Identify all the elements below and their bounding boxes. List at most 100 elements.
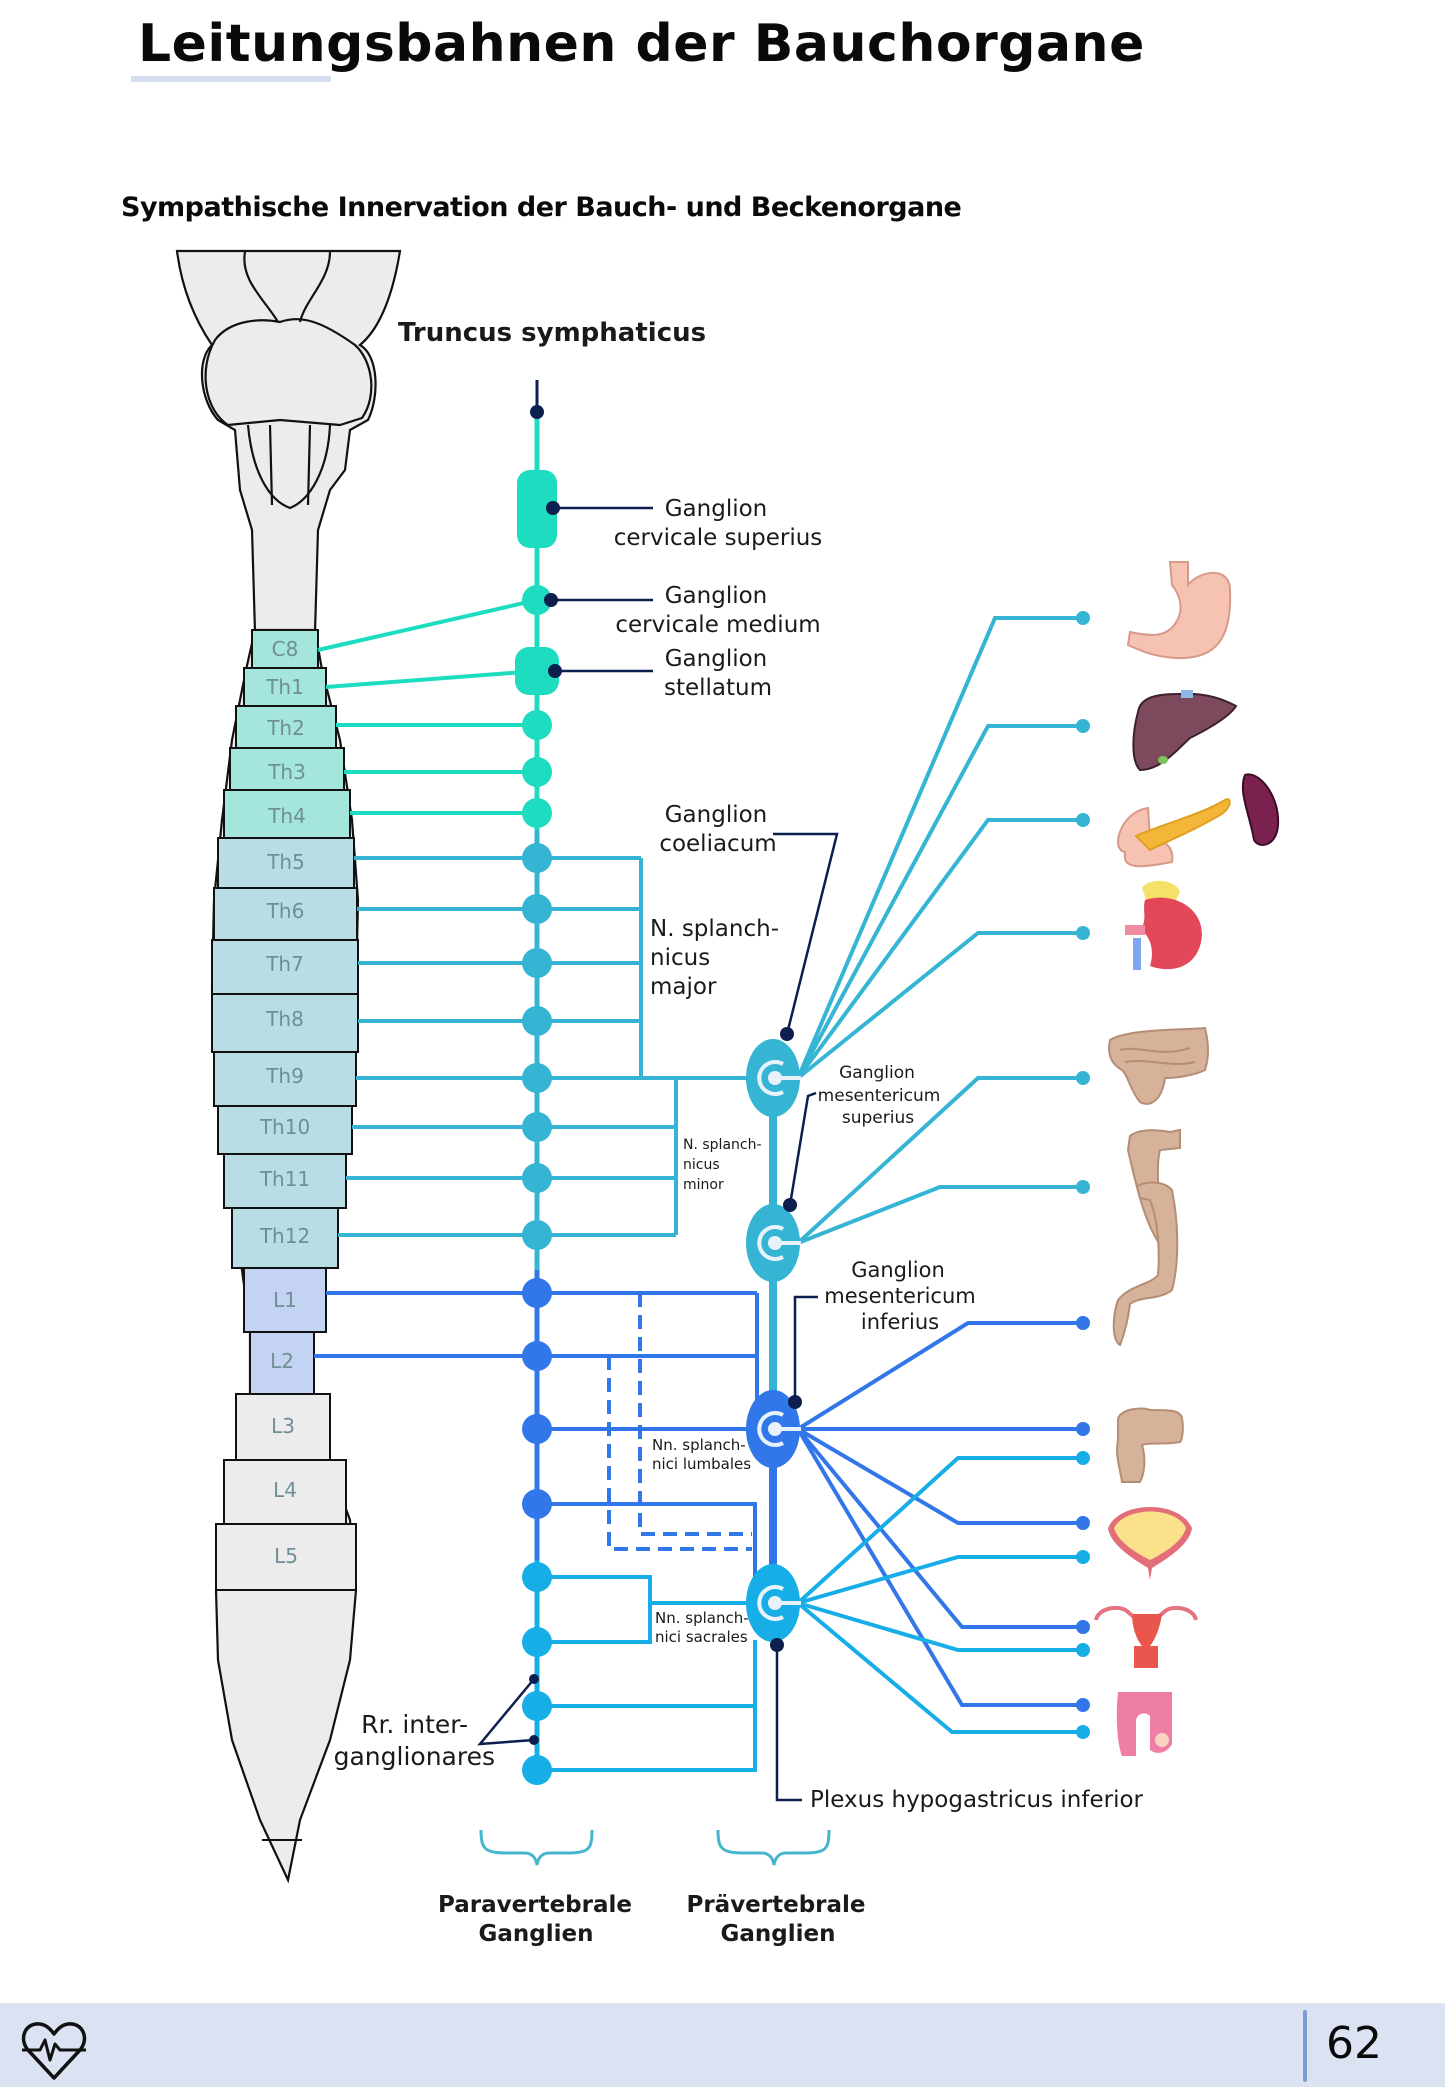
ramus-communicans-1 [317,598,538,652]
sacral-ramus-2 [537,1640,757,1772]
svg-text:Rr. inter-: Rr. inter- [361,1710,468,1739]
vertebra-segment-l4 [223,1459,347,1525]
organ-branch-5 [796,1076,1083,1245]
pointer-dot-plexus [770,1638,784,1652]
page-footer [0,2003,1445,2087]
svg-text:nicus: nicus [683,1157,720,1173]
paravertebral-ganglion-8 [522,1063,552,1093]
vertebra-label-th6: Th6 [266,899,305,923]
paravertebral-ganglion-4 [522,843,552,873]
pointer-coeliacum [773,832,839,1035]
pointer-mes-sup [788,1091,817,1206]
footer-divider [1303,2010,1307,2082]
paravertebral-ganglion-16 [522,1562,552,1592]
vertebra-segment-th6 [213,887,358,941]
organ-endpoint-dot [1076,1550,1090,1564]
plexus-hypogastricus-inferior-neuron-soma [768,1596,782,1610]
svg-text:Nn. splanch-: Nn. splanch- [655,1609,749,1627]
organ-small-intestine-icon [1108,1026,1209,1105]
paravertebral-ganglion-1 [522,710,552,740]
paravertebral-ganglion-18 [522,1691,552,1721]
paravertebral-ganglion-11 [522,1220,552,1250]
vertebra-segment-l1 [243,1267,327,1333]
label-nn-splanchnici-lumbales: Nn. splanch- nici lumbales [652,1436,751,1473]
organ-endpoint-dot [1076,1180,1090,1194]
vertebra-segment-th8 [211,993,359,1053]
organ-branch-4 [796,931,1083,1080]
label-ganglion-mesentericum-superius: Ganglion mesentericum superius [818,1063,941,1128]
ganglion-mesentericum-inferius-neuron-soma [768,1422,782,1436]
pointer-rr-interganglionares [477,1678,535,1746]
pointer-dot-rr-2 [529,1735,539,1745]
svg-text:N. splanch-: N. splanch- [683,1137,762,1153]
organ-endpoint-dot [1076,1620,1090,1634]
ganglion-stellatum [515,647,559,695]
pointer-dot-mes-sup [783,1198,797,1212]
svg-text:Ganglien: Ganglien [479,1921,594,1947]
organ-kidney-adrenal-icon [1125,880,1202,970]
vertebra-label-th5: Th5 [266,850,305,874]
organ-endpoint-dot [1076,611,1090,625]
ganglion-mesentericum-superius [746,1204,801,1282]
organ-branch-11 [796,1427,1083,1707]
ganglion-coeliacum-neuron-arc [757,1060,784,1096]
ramus-communicans-2 [325,669,538,689]
paravertebral-ganglion-3 [522,798,552,828]
ganglion-mesentericum-inferius-neuron-arc [757,1411,784,1447]
organ-endpoint-dot [1076,1516,1090,1530]
paravertebral-ganglion-7 [522,1006,552,1036]
sympathetic-innervation-diagram: C8Th1Th2Th3Th4Th5Th6Th7Th8Th9Th10Th11Th1… [175,249,1280,1947]
pointer-plexus [775,1645,802,1802]
svg-text:mesentericum: mesentericum [818,1086,941,1106]
paravertebral-ganglion-15 [522,1489,552,1519]
ganglion-cervicale-superius [517,470,557,548]
organ-endpoint-dot [1076,719,1090,733]
brace-paravertebral [479,1829,594,1866]
organ-branch-10 [796,1427,1083,1629]
label-ganglion-cervicale-superius: Ganglion cervicale superius [614,496,823,551]
organ-liver-icon [1132,690,1238,772]
vertebra-segment-th2 [235,705,337,749]
svg-text:nici lumbales: nici lumbales [652,1455,751,1473]
paravertebral-ganglion-9 [522,1112,552,1142]
svg-text:stellatum: stellatum [664,675,772,701]
label-nn-splanchnici-sacrales: Nn. splanch- nici sacrales [655,1609,749,1646]
svg-text:N. splanch-: N. splanch- [650,916,779,942]
svg-text:ganglionares: ganglionares [334,1742,495,1771]
organ-endpoint-dot [1076,1071,1090,1085]
vertebra-label-th2: Th2 [266,716,305,740]
vertebra-label-th3: Th3 [267,760,306,784]
organ-bladder-icon [1108,1507,1192,1580]
svg-text:nicus: nicus [650,945,710,971]
ganglion-cervicale-medium [522,585,552,615]
ganglion-coeliacum-neuron-soma [768,1071,782,1085]
organ-male-genitals-icon [1116,1692,1172,1756]
svg-text:Ganglion: Ganglion [839,1063,915,1083]
vertebra-segment-l2 [249,1331,315,1395]
organ-endpoint-dot [1076,1422,1090,1436]
vertebra-segments: C8Th1Th2Th3Th4Th5Th6Th7Th8Th9Th10Th11Th1… [211,629,359,1841]
heartbeat-icon [21,2022,87,2080]
organ-endpoint-dot [1076,1698,1090,1712]
pointer-dot-rr-1 [529,1674,539,1684]
plexus-hypogastricus-inferior [746,1564,801,1642]
vertebra-label-l1: L1 [273,1288,297,1312]
pointer-dot-coeliacum [780,1027,794,1041]
vertebra-segment-l5 [215,1523,357,1591]
organ-branch-12 [796,1456,1083,1605]
svg-text:nici sacrales: nici sacrales [655,1628,748,1646]
svg-text:inferius: inferius [861,1310,939,1334]
label-paravertebrale-ganglien: Paravertebrale Ganglien [438,1892,632,1947]
pons [204,318,373,427]
svg-text:mesentericum: mesentericum [824,1284,975,1308]
organ-branch-1 [796,616,1083,1079]
page-number: 62 [1326,2018,1382,2069]
paravertebral-ganglion-12 [522,1278,552,1308]
pointer-dot-3 [548,664,562,678]
organ-pancreas-icon [1117,798,1231,868]
ganglion-mesentericum-inferius [746,1390,801,1468]
vertebra-label-th10: Th10 [259,1115,310,1139]
pointer-dot-1 [546,501,560,515]
vertebra-label-l3: L3 [271,1414,295,1438]
label-rr-interganglionares: Rr. inter- ganglionares [334,1710,495,1771]
